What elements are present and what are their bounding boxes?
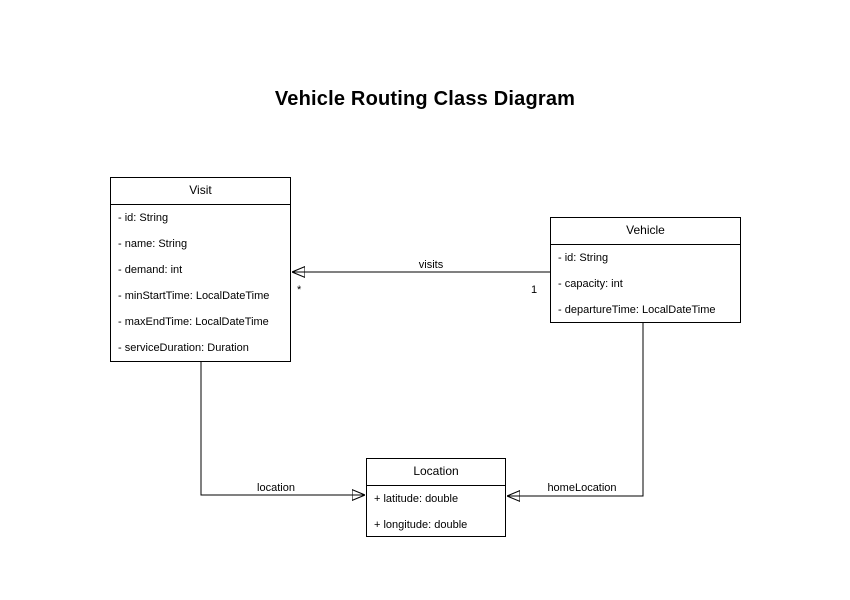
multiplicity-visits-target: * bbox=[297, 284, 302, 296]
association-location-edge[interactable] bbox=[200, 361, 365, 495]
class-location-attribute: + longitude: double bbox=[374, 519, 468, 531]
association-homelocation-edge[interactable] bbox=[507, 322, 644, 496]
class-vehicle-attribute: - departureTime: LocalDateTime bbox=[558, 304, 716, 316]
class-visit-attribute: - name: String bbox=[118, 238, 188, 250]
edge-label-visits: visits bbox=[418, 259, 444, 271]
class-visit-attribute: - demand: int bbox=[118, 264, 183, 276]
class-location[interactable]: Location + latitude: double + longitude:… bbox=[366, 458, 506, 537]
class-visit-attribute: - id: String bbox=[118, 212, 169, 224]
edge-label-location: location bbox=[257, 482, 295, 494]
class-vehicle-name: Vehicle bbox=[551, 218, 740, 245]
class-visit[interactable]: Visit - id: String - name: String - dema… bbox=[110, 177, 291, 362]
class-location-name: Location bbox=[367, 459, 505, 486]
class-vehicle-attribute: - capacity: int bbox=[558, 278, 623, 290]
class-location-attribute: + latitude: double bbox=[374, 493, 459, 505]
class-visit-attribute: - maxEndTime: LocalDateTime bbox=[118, 316, 269, 328]
class-visit-attribute: - serviceDuration: Duration bbox=[118, 342, 249, 354]
class-vehicle[interactable]: Vehicle - id: String - capacity: int - d… bbox=[550, 217, 741, 323]
multiplicity-visits-source: 1 bbox=[531, 284, 538, 296]
diagram-title: Vehicle Routing Class Diagram bbox=[274, 88, 576, 110]
class-visit-name: Visit bbox=[111, 178, 290, 205]
edge-label-homelocation: homeLocation bbox=[547, 482, 617, 494]
class-vehicle-attribute: - id: String bbox=[558, 252, 609, 264]
class-visit-attribute: - minStartTime: LocalDateTime bbox=[118, 290, 270, 302]
